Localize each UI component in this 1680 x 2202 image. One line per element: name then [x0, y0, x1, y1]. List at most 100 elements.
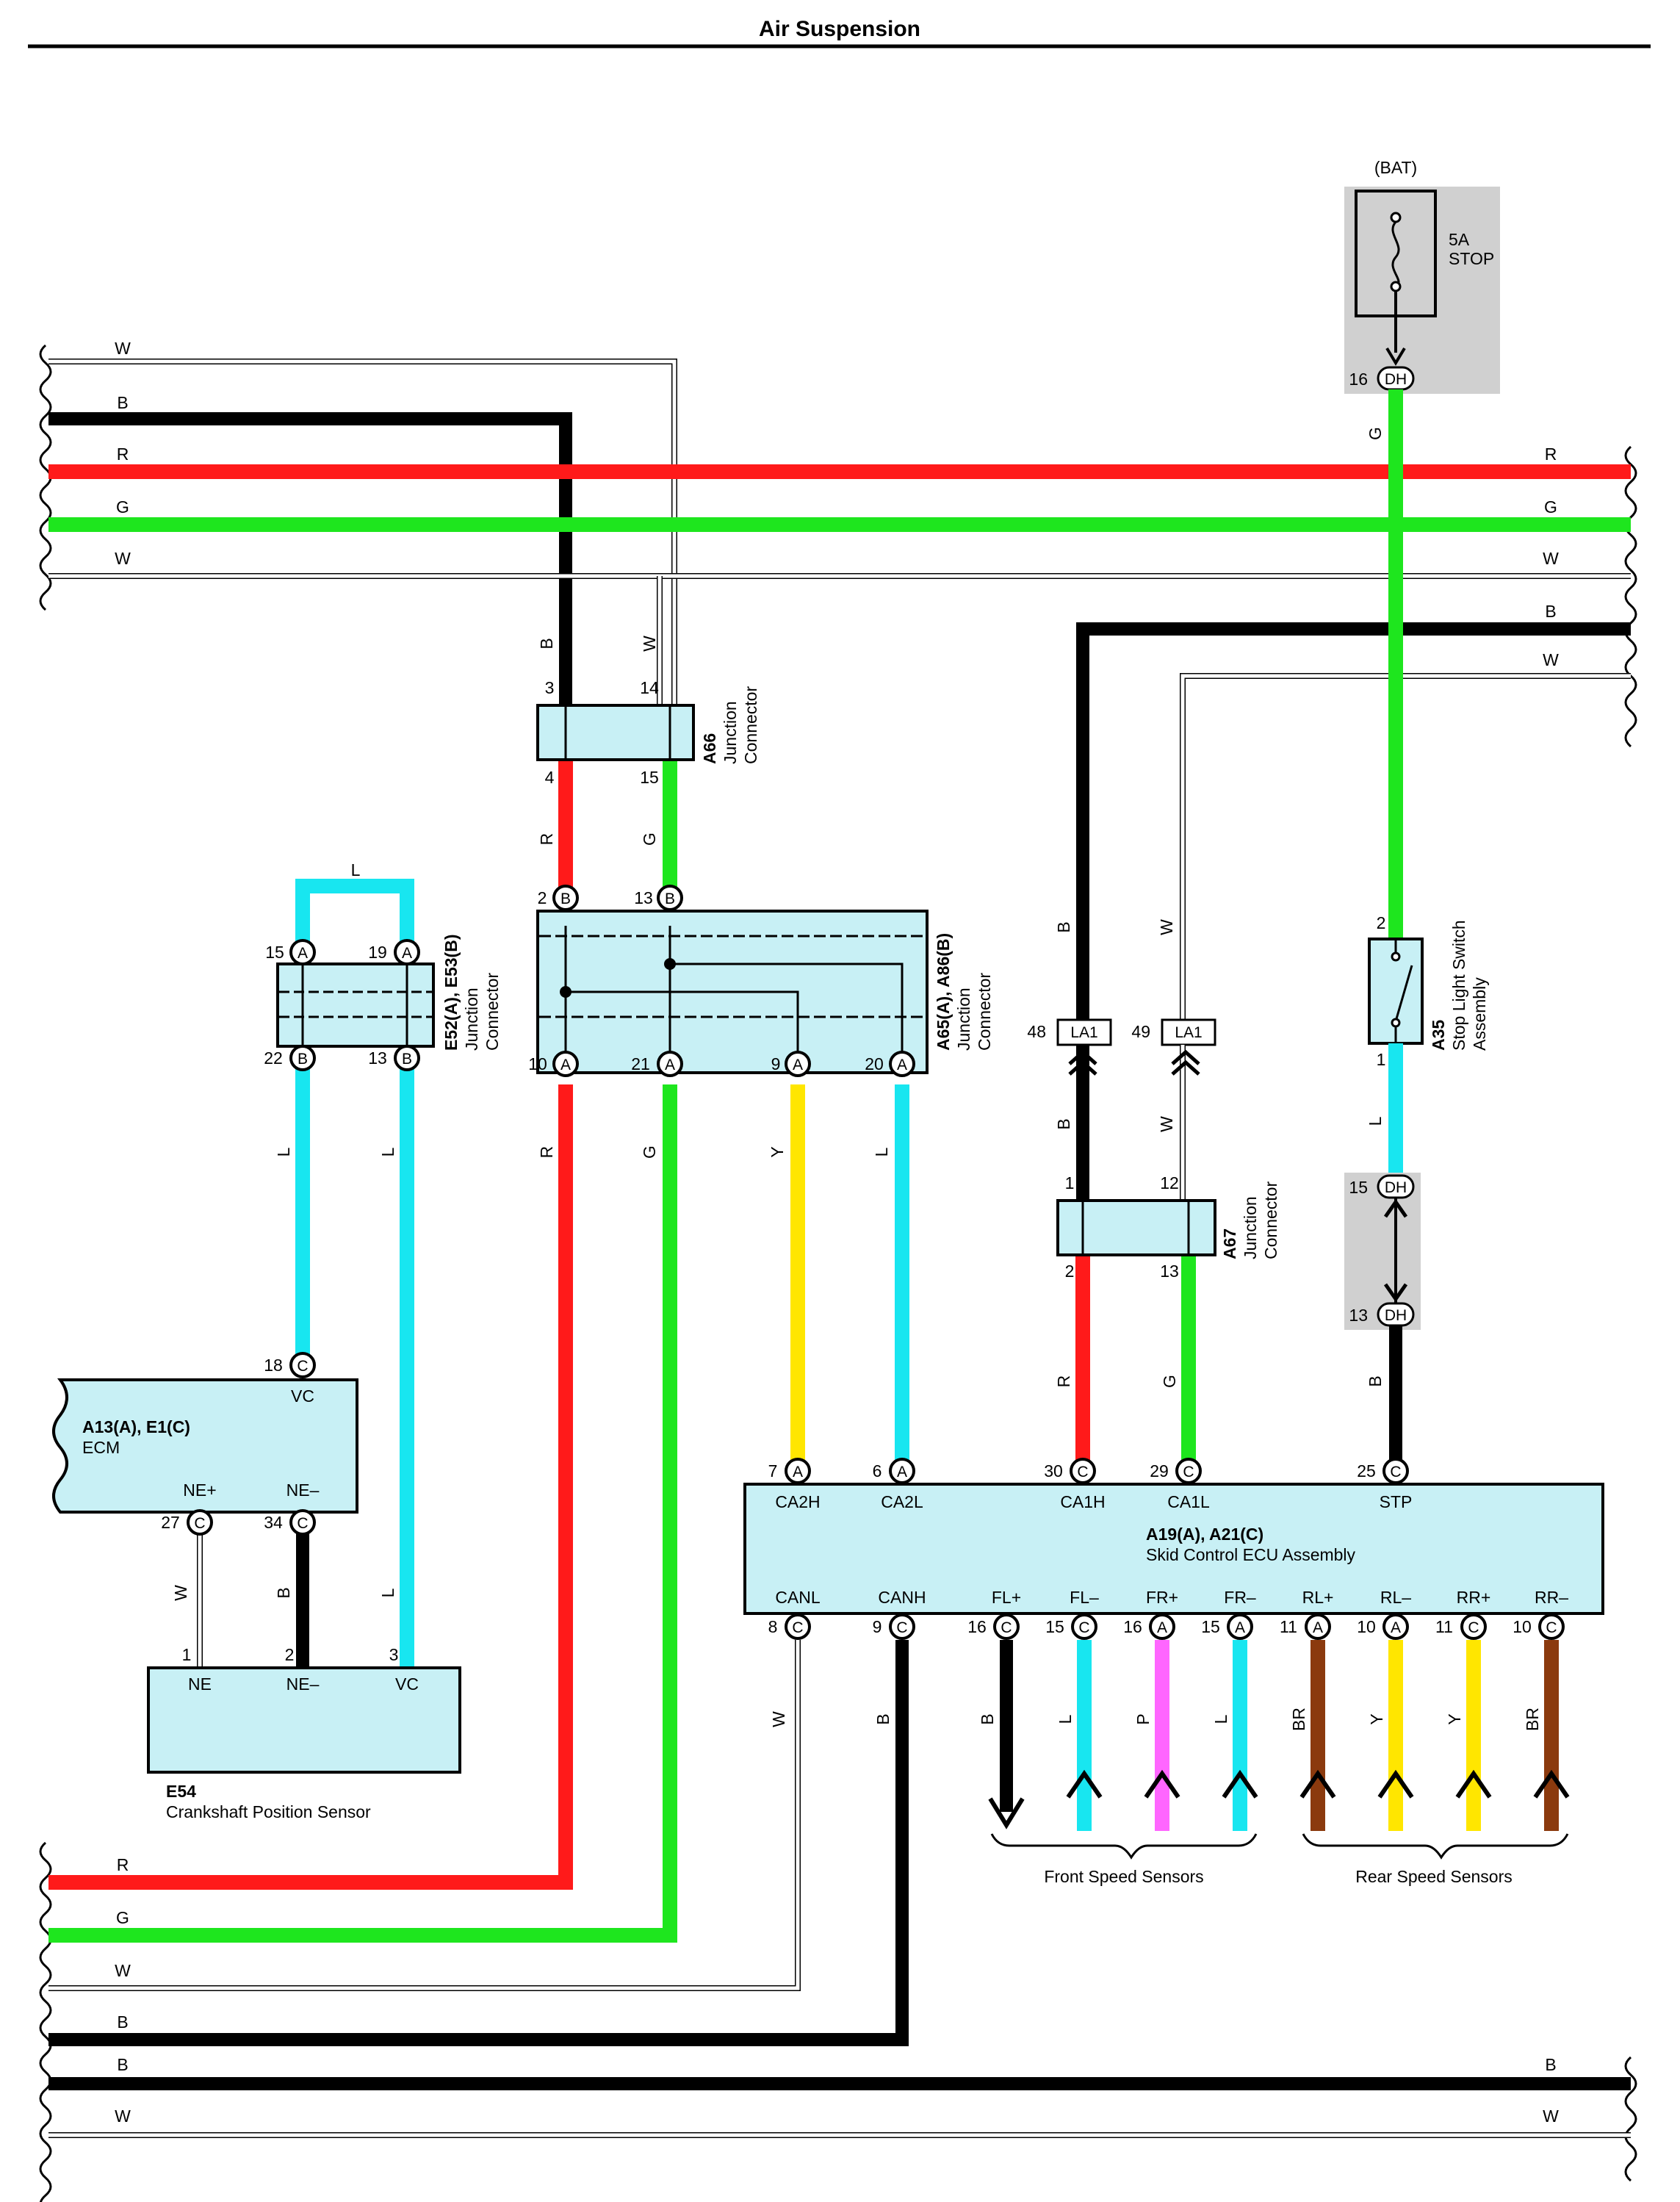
- a65-name2: Connector: [975, 973, 994, 1051]
- a65-pin-9: 9: [771, 1054, 781, 1073]
- sk-pin-9: 9: [873, 1617, 882, 1636]
- sk-pin-11a-circle: A: [1305, 1613, 1331, 1640]
- label-w2-top-left: W: [115, 549, 131, 568]
- wire-break-right-top: [1624, 445, 1637, 748]
- sk-pin-15a: 15: [1045, 1617, 1064, 1636]
- term-ca2h: CA2H: [775, 1492, 820, 1511]
- svg-text:A: A: [793, 1464, 803, 1480]
- label-y-a65: Y: [768, 1146, 787, 1157]
- a67-pin-12: 12: [1160, 1173, 1179, 1192]
- label-g-top-right: G: [1544, 497, 1557, 517]
- label-b-stp: B: [1366, 1375, 1385, 1386]
- label-l-a65: L: [872, 1147, 891, 1156]
- sk-pin-10a-circle: A: [1382, 1613, 1409, 1640]
- rlp-arrow-up-icon: [1299, 1769, 1336, 1799]
- term-flm: FL–: [1070, 1588, 1099, 1607]
- label-r-a66: R: [537, 833, 556, 846]
- term-ca1l: CA1L: [1167, 1492, 1210, 1511]
- wire-break-left-bottom: [39, 1841, 52, 2202]
- ecm-pin-27-circle: C: [187, 1509, 213, 1536]
- dh15-pin: 15: [1349, 1178, 1368, 1197]
- label-r-a67: R: [1054, 1375, 1073, 1388]
- fuse-arrow-icon: [1385, 347, 1406, 366]
- e54-box: [147, 1666, 461, 1774]
- wire-w-right: [1180, 673, 1631, 1029]
- svg-text:A: A: [897, 1057, 907, 1073]
- rrm-arrow-up-icon: [1533, 1769, 1570, 1799]
- label-l-e52-right: L: [378, 1147, 397, 1156]
- label-r-top-right: R: [1545, 445, 1557, 464]
- ecm-id: A13(A), E1(C): [82, 1417, 190, 1436]
- label-w-bottom-long-right: W: [1543, 2106, 1559, 2126]
- ecm-name: ECM: [82, 1438, 120, 1457]
- e52-pin-22: 22: [264, 1048, 283, 1068]
- term-stp: STP: [1380, 1492, 1413, 1511]
- term-rlm: RL–: [1380, 1588, 1411, 1607]
- e54-pin-3: 3: [389, 1645, 399, 1664]
- ecm-term-vc: VC: [291, 1386, 314, 1406]
- sk-pin-9-circle: C: [889, 1613, 915, 1640]
- e52-pin-13: 13: [368, 1048, 387, 1068]
- ecm-pin-27: 27: [161, 1513, 180, 1532]
- label-w-bottom: W: [115, 1961, 131, 1980]
- dh13-pin: 13: [1349, 1306, 1368, 1325]
- sk-pin-10b-circle: C: [1538, 1613, 1565, 1640]
- wire-b-top: [48, 412, 572, 705]
- rlm-arrow-up-icon: [1377, 1769, 1414, 1799]
- flp-arrow-down-icon: [988, 1797, 1025, 1829]
- e52-name2: Connector: [483, 973, 502, 1051]
- e52-pin-15: 15: [265, 943, 284, 962]
- a67-pin-1: 1: [1065, 1173, 1075, 1192]
- sk-pin-6-circle: A: [889, 1458, 915, 1484]
- sk-pin-15b: 15: [1201, 1617, 1220, 1636]
- svg-text:C: C: [792, 1619, 803, 1636]
- a65-internal-bus: [564, 926, 904, 1064]
- svg-text:A: A: [402, 945, 412, 962]
- page-title: Air Suspension: [759, 17, 920, 41]
- e54-term-vc: VC: [395, 1674, 419, 1694]
- dh-arrow-up-icon: [1383, 1198, 1408, 1218]
- wire-break-right-bottom: [1624, 2056, 1637, 2182]
- a65-splice-1: [560, 986, 572, 998]
- label-l-e54-vc: L: [378, 1588, 397, 1597]
- wire-w-canl: [48, 1640, 801, 1991]
- label-g-a66: G: [640, 832, 659, 846]
- sk-pin-8-circle: C: [785, 1613, 811, 1640]
- svg-text:A: A: [560, 1057, 571, 1073]
- wire-g-a65-down: [48, 1084, 677, 1943]
- sk-pin-10a: 10: [1357, 1617, 1376, 1636]
- e52-pin-13-circle: B: [394, 1045, 420, 1071]
- label-b-flp: B: [978, 1713, 997, 1724]
- e54-name: Crankshaft Position Sensor: [166, 1802, 371, 1821]
- label-g-a65: G: [640, 1145, 659, 1159]
- a65-pin-2-circle: B: [552, 885, 579, 911]
- a66-name2: Connector: [741, 686, 760, 764]
- switch-icon: [1391, 939, 1413, 1043]
- a67-connector: [1056, 1199, 1216, 1256]
- a67-pin-2: 2: [1065, 1262, 1075, 1281]
- a66-pin-15: 15: [640, 768, 659, 787]
- label-w-ne: W: [171, 1585, 190, 1601]
- label-p-frp: P: [1133, 1713, 1153, 1724]
- term-rrp: RR+: [1457, 1588, 1491, 1607]
- svg-text:C: C: [896, 1619, 907, 1636]
- a35-name2: Assembly: [1470, 977, 1489, 1051]
- label-b-top-left: B: [117, 393, 128, 412]
- sk-pin-29-circle: C: [1175, 1458, 1202, 1484]
- wire-b-canh: [48, 1640, 909, 2046]
- front-sensors-label: Front Speed Sensors: [1044, 1867, 1203, 1886]
- label-y-rrp: Y: [1445, 1713, 1464, 1724]
- front-sensors-brace: [990, 1833, 1258, 1860]
- label-l-flm: L: [1056, 1714, 1075, 1724]
- svg-text:C: C: [194, 1515, 205, 1532]
- svg-text:C: C: [1390, 1464, 1401, 1480]
- a65-pin-10: 10: [528, 1054, 547, 1073]
- ecm-box: [52, 1378, 358, 1514]
- svg-text:C: C: [1546, 1619, 1557, 1636]
- label-b-right: B: [1545, 602, 1556, 621]
- la1-48-chevron-icon: [1068, 1049, 1097, 1076]
- dh13-code: DH: [1385, 1307, 1407, 1324]
- label-w-top-right: W: [1543, 549, 1559, 568]
- svg-text:C: C: [1183, 1464, 1194, 1480]
- fuse-splice-box: [1344, 187, 1500, 394]
